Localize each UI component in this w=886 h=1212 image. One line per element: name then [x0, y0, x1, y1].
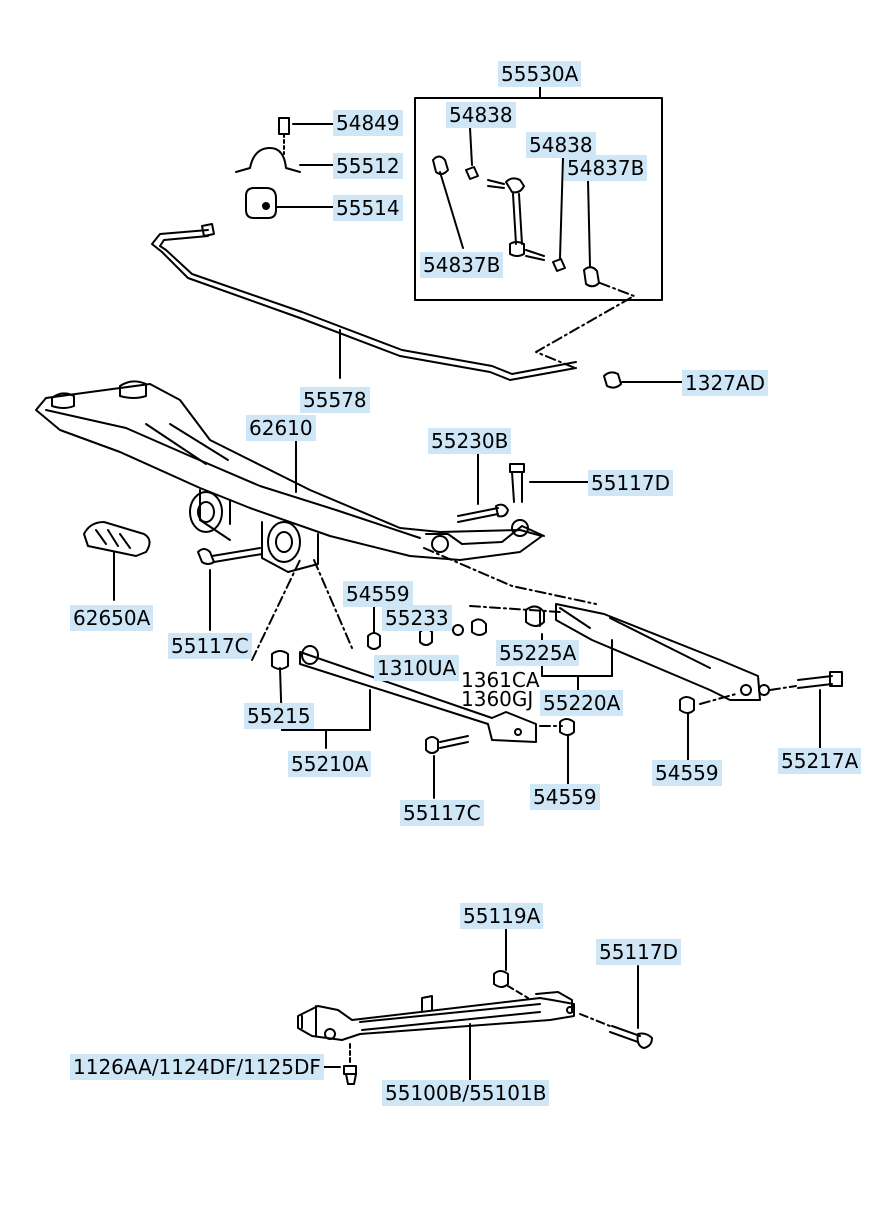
part-label-54837B-right: 54837B — [564, 155, 648, 181]
part-label-55117C-lower: 55117C — [400, 800, 484, 826]
stabilizer-bracket-group — [235, 117, 335, 219]
part-label-55220A: 55220A — [540, 690, 624, 716]
part-label-55119A: 55119A — [460, 903, 544, 929]
part-label-55233: 55233 — [382, 605, 452, 631]
part-label-55530A: 55530A — [498, 61, 582, 87]
part-label-54838-right: 54838 — [526, 132, 596, 158]
part-label-1126AA-1124DF-1125DF: 1126AA/1124DF/1125DF — [70, 1054, 324, 1080]
part-label-55230B: 55230B — [428, 428, 512, 454]
part-label-55210A: 55210A — [288, 751, 372, 777]
part-label-55117D-upper: 55117D — [588, 470, 674, 496]
part-label-54837B-left: 54837B — [420, 252, 504, 278]
part-label-54838-top: 54838 — [446, 102, 516, 128]
rod-fasteners — [367, 605, 843, 799]
trailing-arm-assembly — [297, 925, 653, 1085]
part-label-55100B-55101B: 55100B/55101B — [382, 1080, 550, 1106]
part-label-55215: 55215 — [244, 703, 314, 729]
part-label-1327AD: 1327AD — [682, 370, 768, 396]
part-label-55117C-left: 55117C — [168, 633, 252, 659]
part-label-55578: 55578 — [300, 387, 370, 413]
part-label-55225A: 55225A — [496, 640, 580, 666]
pad — [83, 521, 151, 601]
part-label-1360GJ: 1360GJ — [461, 687, 534, 711]
link-kit-box — [414, 85, 663, 369]
part-label-55117D-lower: 55117D — [596, 939, 682, 965]
part-label-1310UA: 1310UA — [374, 655, 460, 681]
stabilizer-bar — [151, 223, 683, 389]
part-label-1361CA: 1361CA — [461, 668, 540, 692]
part-label-62650A: 62650A — [70, 605, 154, 631]
part-label-55512: 55512 — [333, 153, 403, 179]
part-label-54559-right: 54559 — [652, 760, 722, 786]
crossmember — [35, 380, 545, 573]
part-label-54559-upper: 54559 — [343, 581, 413, 607]
part-label-54849: 54849 — [333, 110, 403, 136]
part-label-55514: 55514 — [333, 195, 403, 221]
part-label-54559-lower: 54559 — [530, 784, 600, 810]
mount-bolts — [197, 451, 589, 631]
part-label-62610: 62610 — [246, 415, 316, 441]
part-label-55217A: 55217A — [778, 748, 862, 774]
